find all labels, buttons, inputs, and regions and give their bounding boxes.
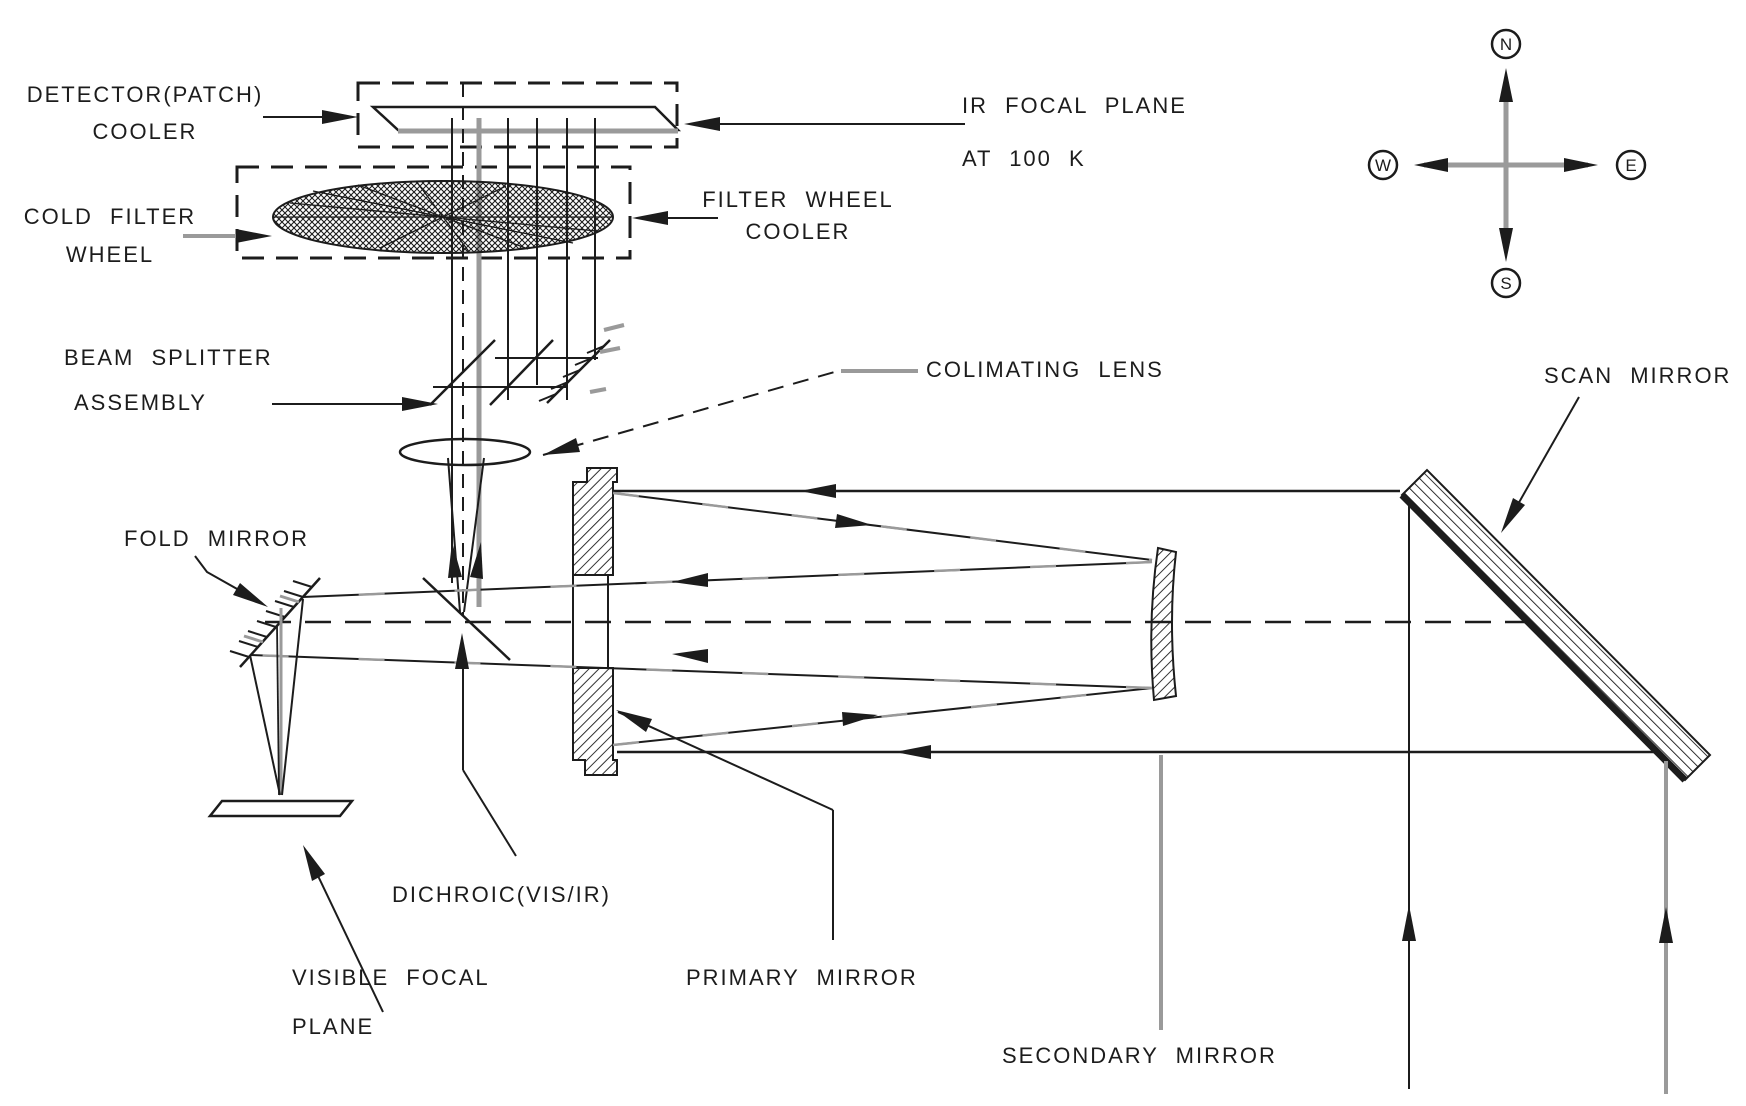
- left-arrow-icon: [632, 211, 668, 225]
- ir-focal-plane-element: [369, 105, 682, 134]
- west-circle: [1367, 149, 1399, 181]
- cold-filter-wheel-element: [272, 180, 614, 254]
- north-circle: [1490, 28, 1522, 60]
- detector-cooler-label: DETECTOR(PATCH) COOLER: [26, 82, 264, 144]
- right-arrow-icon: [842, 712, 878, 726]
- arrow-icon: [233, 583, 268, 607]
- compass-rose: N S W E: [1367, 28, 1647, 299]
- scan-mirror-element: [1399, 468, 1712, 783]
- right-arrow-icon: [402, 397, 438, 411]
- south-circle: [1490, 267, 1522, 299]
- compass-north-label: N: [1500, 35, 1512, 54]
- leader-collimating-lens: [542, 369, 918, 456]
- primary-mirror-element: [572, 467, 618, 776]
- rays-scan-to-primary: [613, 484, 1659, 759]
- scan-mirror-label: SCAN MIRROR: [1544, 363, 1732, 388]
- up-arrow-icon: [455, 633, 469, 669]
- incoming-beams: [1402, 499, 1673, 1094]
- east-arrow-icon: [1564, 158, 1598, 172]
- left-arrow-icon: [684, 117, 720, 131]
- filter-wheel-cooler-box: [235, 165, 632, 260]
- arrow-icon: [543, 438, 580, 455]
- beam-splitter-assembly-element: [429, 323, 625, 406]
- visible-focal-plane-label: VISIBLE FOCAL PLANE: [292, 965, 490, 1039]
- east-circle: [1615, 149, 1647, 181]
- fold-mirror-label: FOLD MIRROR: [124, 526, 309, 551]
- leader-filter-wheel-cooler: [632, 211, 718, 225]
- compass-west-label: W: [1375, 156, 1391, 175]
- right-arrow-icon: [236, 229, 272, 243]
- rays-primary-to-secondary: [612, 491, 1153, 747]
- left-arrow-icon: [672, 649, 708, 663]
- leader-visible-focal-plane: [303, 845, 384, 1013]
- north-arrow-icon: [1499, 68, 1513, 102]
- ir-focal-plane-label: IR FOCAL PLANE AT 100 K: [962, 93, 1187, 171]
- up-arrow-icon: [470, 542, 483, 579]
- ir-upward-rays: [447, 457, 485, 613]
- rays-fold-to-visible-focal-plane: [249, 598, 304, 796]
- arrow-icon: [1501, 498, 1525, 533]
- left-arrow-icon: [800, 484, 836, 498]
- compass-east-label: E: [1625, 156, 1636, 175]
- secondary-mirror-label: SECONDARY MIRROR: [1002, 1043, 1277, 1068]
- rays-secondary-to-fold: [249, 560, 1153, 690]
- leader-dichroic: [455, 633, 517, 857]
- primary-mirror-label: PRIMARY MIRROR: [686, 965, 918, 990]
- up-arrow-icon: [1659, 907, 1673, 943]
- detector-cooler-box: [356, 81, 679, 149]
- leader-fold-mirror: [194, 555, 268, 607]
- leader-beam-splitter: [272, 397, 438, 411]
- leader-detector-cooler: [263, 110, 358, 124]
- visible-focal-plane-element: [207, 799, 355, 818]
- filter-wheel-cooler-label: FILTER WHEEL COOLER: [702, 187, 894, 244]
- compass-south-label: S: [1500, 274, 1511, 293]
- up-arrow-icon: [1402, 905, 1416, 941]
- secondary-mirror-element: [1150, 546, 1178, 702]
- right-arrow-icon: [322, 110, 358, 124]
- leader-ir-focal-plane: [684, 117, 965, 131]
- leader-primary-mirror: [616, 710, 834, 940]
- arrow-icon: [303, 845, 325, 881]
- cold-filter-wheel-label: COLD FILTER WHEEL: [23, 204, 197, 267]
- arrow-icon: [616, 710, 652, 732]
- right-arrow-icon: [835, 514, 872, 528]
- left-arrow-icon: [672, 573, 708, 587]
- south-arrow-icon: [1499, 228, 1513, 262]
- west-arrow-icon: [1414, 158, 1448, 172]
- beam-splitter-label: BEAM SPLITTER ASSEMBLY: [64, 345, 273, 415]
- leader-scan-mirror: [1501, 396, 1580, 533]
- collimating-lens-label: COLIMATING LENS: [926, 357, 1164, 382]
- collimating-lens-element: [398, 437, 532, 467]
- up-arrow-icon: [448, 542, 462, 578]
- leader-cold-filter-wheel: [183, 229, 272, 243]
- left-arrow-icon: [895, 745, 931, 759]
- dichroic-label: DICHROIC(VIS/IR): [392, 882, 611, 907]
